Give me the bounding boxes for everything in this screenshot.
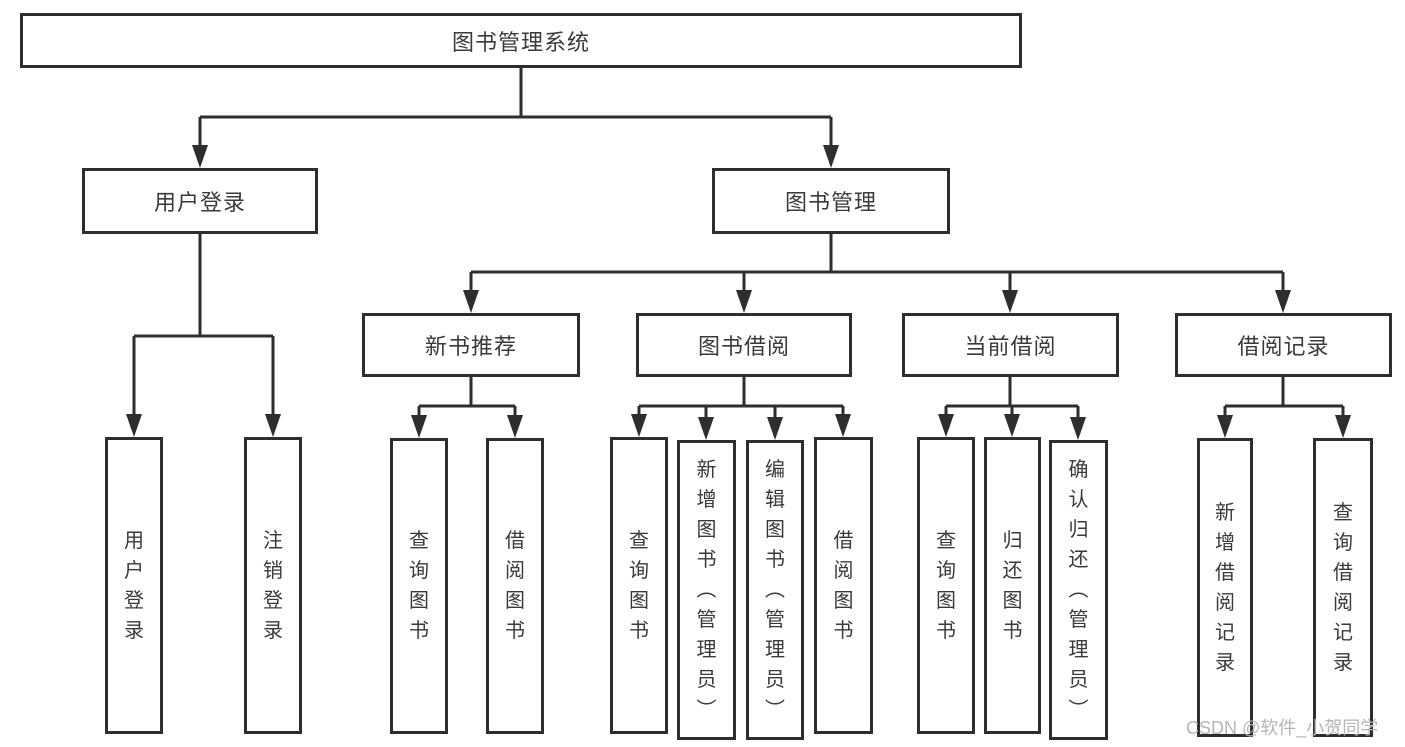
node-label: 注销登录: [263, 529, 283, 642]
leaf-edit-books-admin: 编辑图书︵管理员︶: [746, 440, 804, 740]
node-user-login: 用户登录: [82, 168, 318, 234]
node-current-borrowing: 当前借阅: [902, 313, 1119, 377]
leaf-confirm-return-admin: 确认归还︵管理员︶: [1049, 440, 1108, 740]
node-label: 新书推荐: [424, 334, 517, 359]
node-label: 查询图书: [629, 529, 649, 642]
node-label: 归还图书: [1002, 529, 1023, 642]
node-label: 新增借阅记录: [1215, 501, 1235, 674]
leaf-borrow-books: 借阅图书: [814, 437, 873, 734]
leaf-query-books-borrowing: 查询图书: [610, 437, 668, 734]
node-label: 当前借阅: [964, 334, 1057, 359]
leaf-return-books: 归还图书: [984, 437, 1041, 734]
leaf-add-borrowing-record: 新增借阅记录: [1197, 438, 1253, 737]
leaf-add-books-admin: 新增图书︵管理员︶: [677, 440, 736, 740]
node-label: 查询图书: [409, 530, 429, 642]
node-label: 查询借阅记录: [1333, 501, 1353, 674]
csdn-watermark: CSDN @软件_小贺同学: [1186, 718, 1379, 738]
connector-line-group: [132, 68, 1345, 418]
node-label: 借阅图书: [505, 530, 525, 642]
node-new-book-recommendation: 新书推荐: [362, 313, 580, 377]
node-label: 借阅图书: [833, 529, 854, 642]
leaf-logout: 注销登录: [244, 437, 302, 734]
node-library-management-system: 图书管理系统: [20, 13, 1022, 68]
leaf-query-books-current: 查询图书: [917, 437, 975, 734]
node-label: 用户登录: [124, 529, 144, 642]
node-label: 图书借阅: [697, 334, 790, 359]
node-book-management: 图书管理: [712, 168, 950, 234]
node-label: 图书管理系统: [451, 29, 590, 55]
node-label: 新增图书︵管理员︶: [696, 459, 717, 721]
leaf-user-login: 用户登录: [105, 437, 163, 734]
leaf-query-books-recommend: 查询图书: [390, 438, 448, 734]
node-label: 查询图书: [936, 529, 956, 642]
node-label: 借阅记录: [1237, 334, 1330, 359]
leaf-query-borrowing-record: 查询借阅记录: [1313, 438, 1373, 737]
arrowhead-icons: [126, 145, 1351, 440]
node-borrowing-records: 借阅记录: [1175, 313, 1392, 377]
node-label: 用户登录: [153, 190, 246, 215]
node-label: 编辑图书︵管理员︶: [765, 459, 785, 721]
node-label: 图书管理: [784, 190, 877, 215]
node-book-borrowing: 图书借阅: [636, 313, 852, 377]
node-label: 确认归还︵管理员︶: [1068, 459, 1089, 721]
leaf-borrow-books-recommend: 借阅图书: [486, 438, 544, 734]
